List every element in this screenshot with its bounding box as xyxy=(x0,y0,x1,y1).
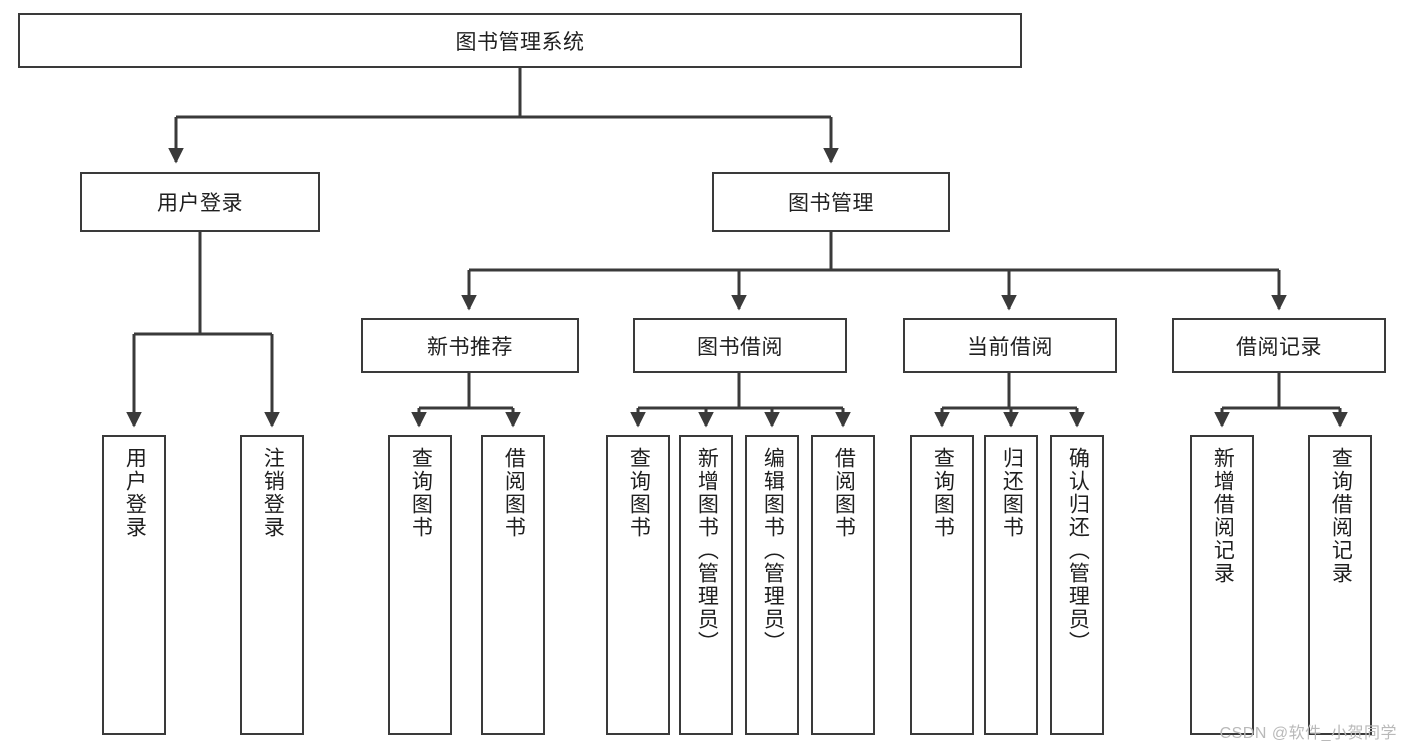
node-root-label: 图书管理系统 xyxy=(455,30,585,54)
node-current-borrow[interactable]: 当前借阅 xyxy=(903,318,1117,373)
leaf-confirm-return-admin[interactable]: 确认归还（管理员） xyxy=(1050,435,1104,735)
node-new-book-recommend[interactable]: 新书推荐 xyxy=(361,318,579,373)
leaf-borrow-book-recommend[interactable]: 借阅图书 xyxy=(481,435,545,735)
watermark-text: CSDN @软件_小贺同学 xyxy=(1219,725,1397,742)
leaf-query-book-recommend[interactable]: 查询图书 xyxy=(388,435,452,735)
node-user-login-label: 用户登录 xyxy=(157,192,243,215)
leaf-logout[interactable]: 注销登录 xyxy=(240,435,304,735)
leaf-query-book-current[interactable]: 查询图书 xyxy=(910,435,974,735)
leaf-edit-book-admin-label: 编辑图书（管理员） xyxy=(761,447,785,654)
node-book-borrow-label: 图书借阅 xyxy=(697,335,783,359)
leaf-add-book-admin-label: 新增图书（管理员） xyxy=(695,447,719,654)
leaf-add-book-admin[interactable]: 新增图书（管理员） xyxy=(679,435,733,735)
leaf-edit-book-admin[interactable]: 编辑图书（管理员） xyxy=(745,435,799,735)
node-root[interactable]: 图书管理系统 xyxy=(18,13,1022,68)
leaf-logout-label: 注销登录 xyxy=(261,447,285,539)
leaf-borrow-book-recommend-label: 借阅图书 xyxy=(502,447,526,539)
node-new-book-recommend-label: 新书推荐 xyxy=(427,335,513,359)
leaf-query-book-borrow[interactable]: 查询图书 xyxy=(606,435,670,735)
node-user-login[interactable]: 用户登录 xyxy=(80,172,320,232)
node-borrow-record-label: 借阅记录 xyxy=(1236,335,1322,359)
node-book-borrow[interactable]: 图书借阅 xyxy=(633,318,847,373)
leaf-add-borrow-record[interactable]: 新增借阅记录 xyxy=(1190,435,1254,735)
node-book-management[interactable]: 图书管理 xyxy=(712,172,950,232)
leaf-user-login-label: 用户登录 xyxy=(123,447,147,539)
leaf-user-login[interactable]: 用户登录 xyxy=(102,435,166,735)
leaf-confirm-return-admin-label: 确认归还（管理员） xyxy=(1066,447,1090,654)
node-book-management-label: 图书管理 xyxy=(788,192,874,215)
leaf-borrow-book[interactable]: 借阅图书 xyxy=(811,435,875,735)
node-borrow-record[interactable]: 借阅记录 xyxy=(1172,318,1386,373)
leaf-return-book-label: 归还图书 xyxy=(1000,447,1024,539)
leaf-query-borrow-record-label: 查询借阅记录 xyxy=(1329,447,1353,585)
leaf-add-borrow-record-label: 新增借阅记录 xyxy=(1211,447,1235,585)
leaf-query-book-current-label: 查询图书 xyxy=(931,447,955,539)
leaf-query-book-borrow-label: 查询图书 xyxy=(627,447,651,539)
node-current-borrow-label: 当前借阅 xyxy=(967,335,1053,359)
leaf-query-borrow-record[interactable]: 查询借阅记录 xyxy=(1308,435,1372,735)
leaf-return-book[interactable]: 归还图书 xyxy=(984,435,1038,735)
leaf-borrow-book-label: 借阅图书 xyxy=(832,447,856,539)
leaf-query-book-recommend-label: 查询图书 xyxy=(409,447,433,539)
